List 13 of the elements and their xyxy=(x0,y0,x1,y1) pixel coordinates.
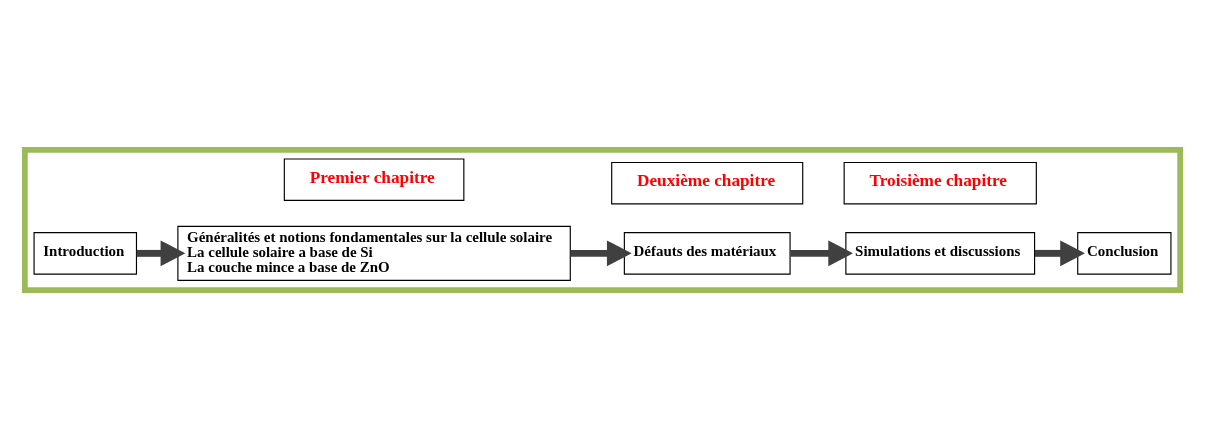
arrow xyxy=(1034,239,1085,266)
node-box: Conclusion xyxy=(1077,231,1172,275)
node-box: Deuxième chapitre xyxy=(611,161,804,204)
node-box: Simulations et discussions xyxy=(845,231,1036,275)
arrow xyxy=(790,239,853,266)
arrow xyxy=(570,239,632,266)
node-box: Troisième chapitre xyxy=(843,161,1037,204)
cluster xyxy=(22,146,1183,293)
node-box: Généralités et notions fondamentales sur la cellule solaire La cellule solaire a base de Si La couche mince a base de ZnO xyxy=(177,225,571,281)
node-box: Défauts des matériaux xyxy=(623,231,791,275)
arrow xyxy=(136,239,186,266)
node-box: Premier chapitre xyxy=(283,157,465,201)
node-box: Introduction xyxy=(33,231,138,275)
